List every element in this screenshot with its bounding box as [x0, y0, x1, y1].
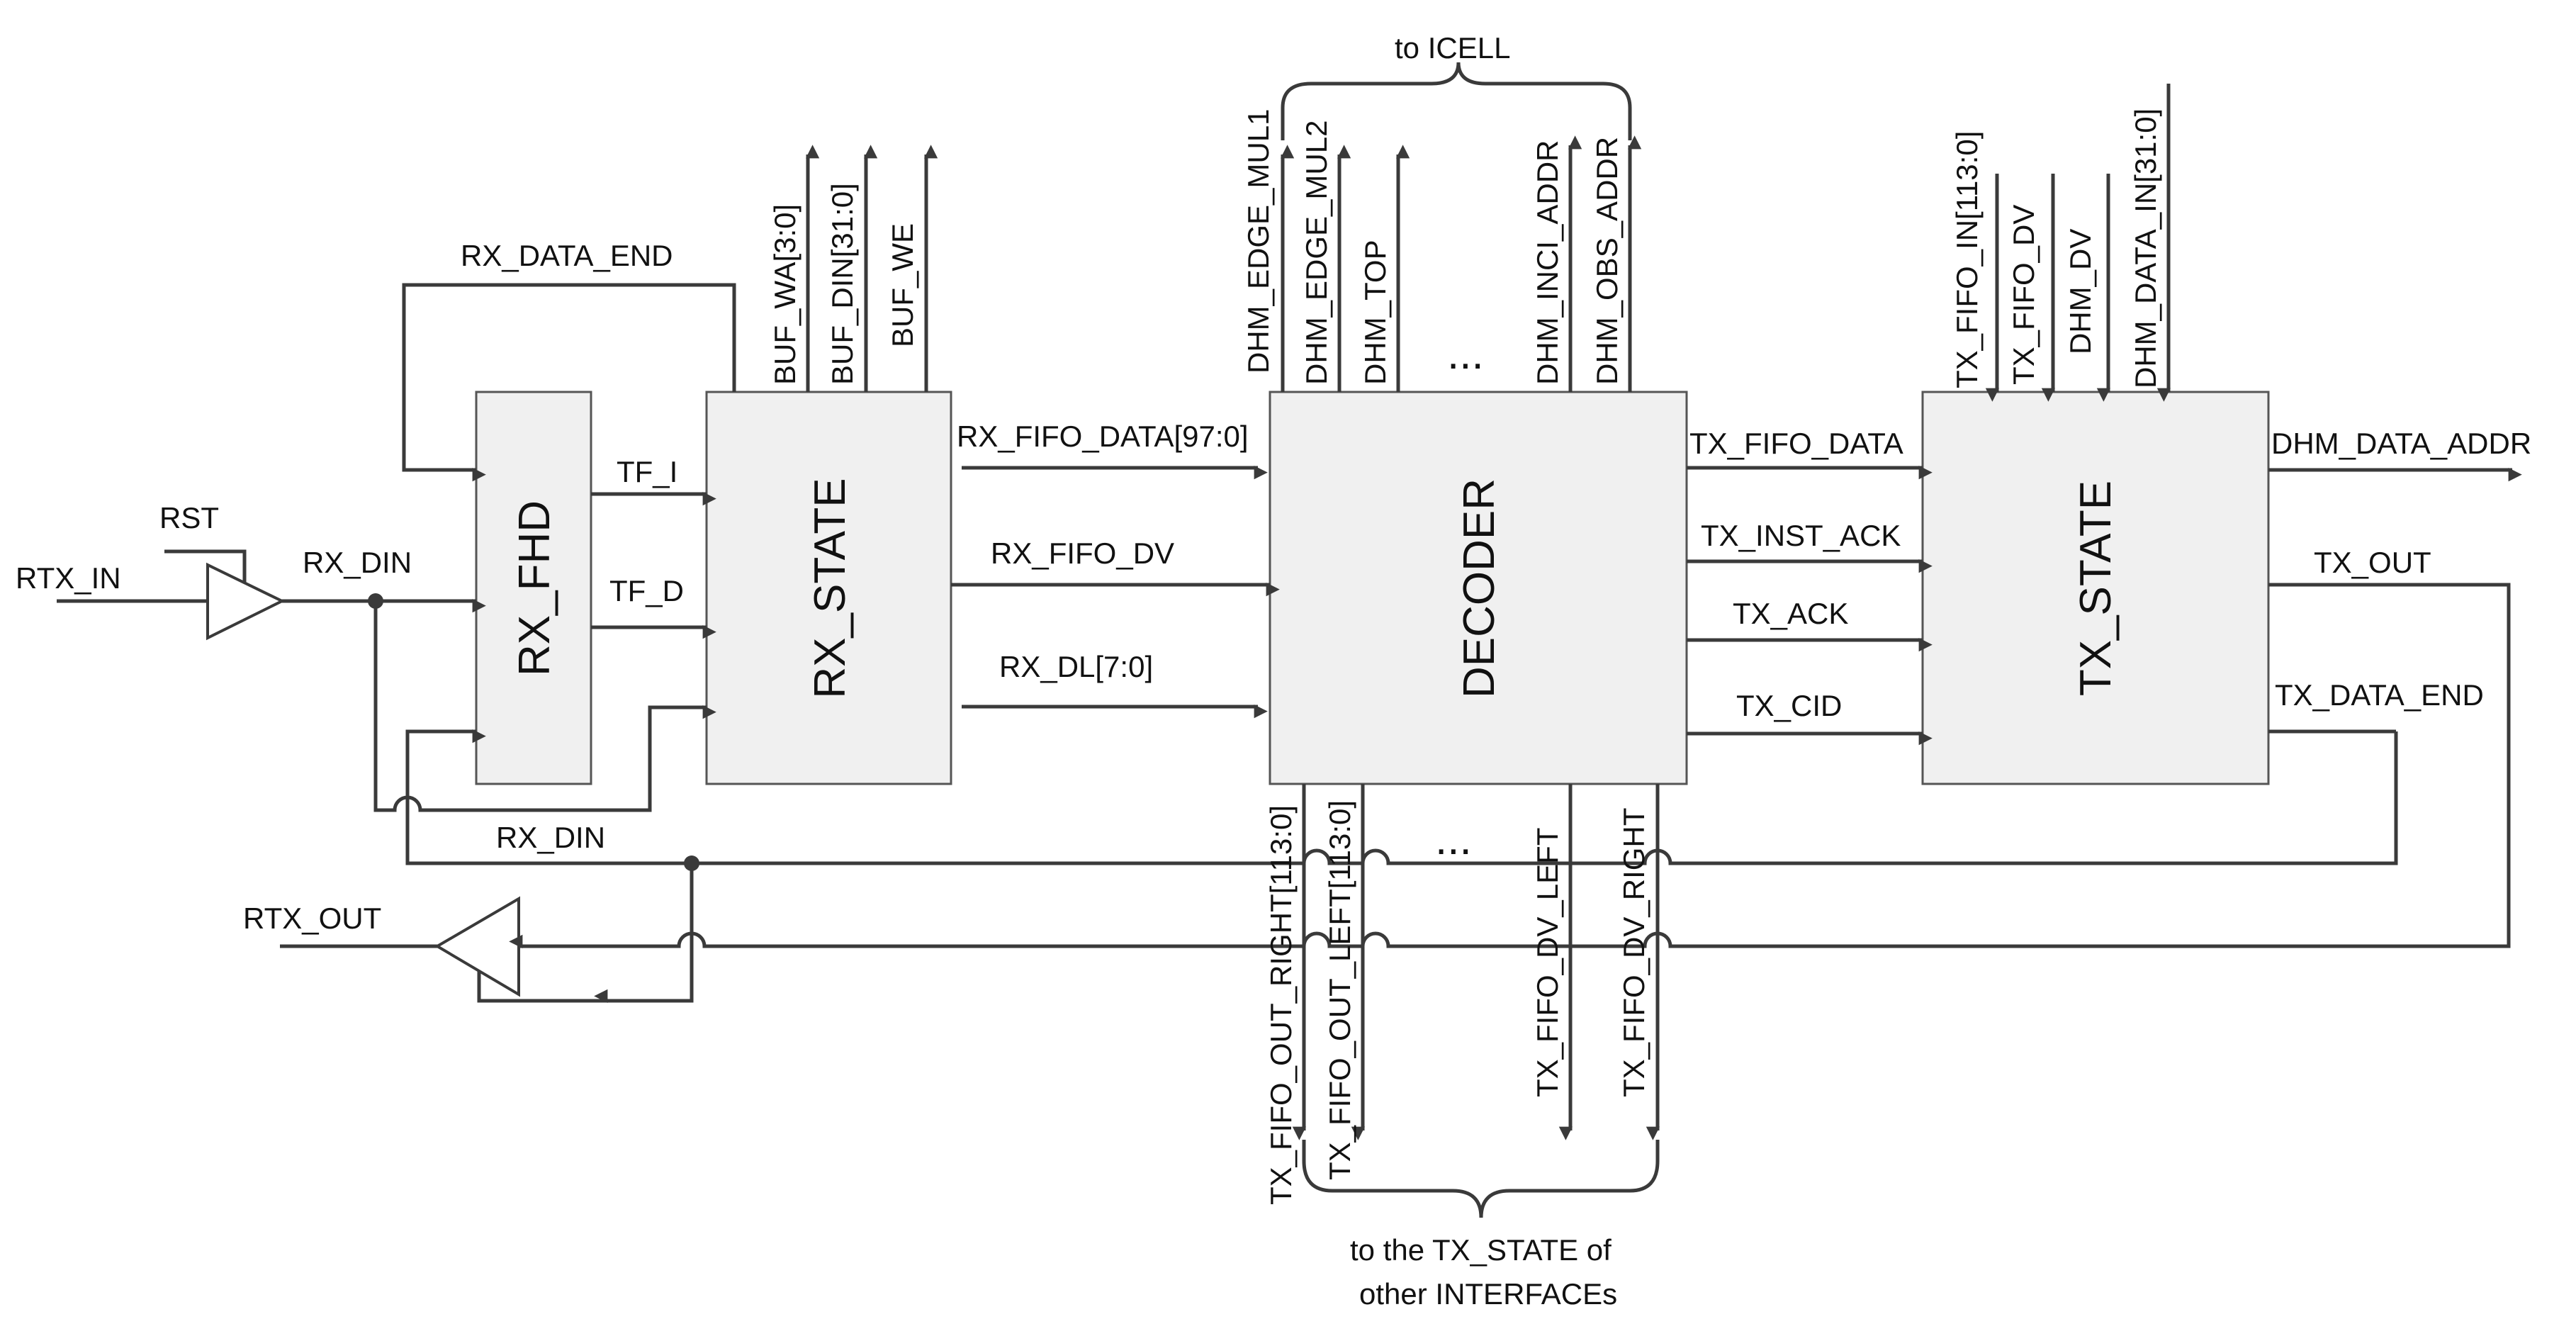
rx-data-end-label: RX_DATA_END — [461, 239, 673, 272]
buf-we-label: BUF_WE — [886, 223, 919, 347]
rtx-out-label: RTX_OUT — [243, 902, 381, 935]
decoder-block — [1269, 391, 1688, 785]
decoder-label: DECODER — [1455, 478, 1504, 698]
tf-d-label: TF_D — [609, 574, 684, 607]
rx-state-label: RX_STATE — [806, 478, 855, 698]
rst-wire — [164, 549, 247, 583]
tx-fifo-dv-right-label: TX_FIFO_DV_RIGHT — [1617, 808, 1650, 1097]
to-tx-state-line1: to the TX_STATE of — [1350, 1233, 1612, 1267]
dhm-edge-mul1-label: DHM_EDGE_MUL1 — [1242, 109, 1275, 374]
tx-fifo-out-right-label: TX_FIFO_OUT_RIGHT[113:0] — [1264, 805, 1298, 1205]
rx-fifo-dv-label: RX_FIFO_DV — [991, 537, 1174, 570]
tx-state-block — [1921, 391, 2270, 785]
dhm-data-addr-label: DHM_DATA_ADDR — [2271, 427, 2531, 460]
dhm-edge-mul2-label: DHM_EDGE_MUL2 — [1300, 120, 1333, 385]
rx-din-loop-label: RX_DIN — [496, 821, 605, 854]
to-icell-brace — [1281, 62, 1632, 140]
dhm-top-label: DHM_TOP — [1359, 240, 1392, 385]
tx-state-label: TX_STATE — [2071, 481, 2120, 696]
dhm-dv-label: DHM_DV — [2064, 229, 2097, 354]
tx-fifo-dv-left-label: TX_FIFO_DV_LEFT — [1531, 828, 1564, 1097]
tx-data-end-label: TX_DATA_END — [2275, 678, 2484, 712]
tx-out-label: TX_OUT — [2314, 546, 2431, 579]
rx-data-end-wire — [402, 283, 736, 482]
tx-fifo-in-label: TX_FIFO_IN[113:0] — [1950, 131, 1984, 388]
tx-cid-label: TX_CID — [1736, 689, 1842, 722]
rx-fhd-label: RX_FHD — [510, 500, 559, 676]
rx-din-label: RX_DIN — [303, 546, 412, 579]
to-tx-state-brace — [1302, 1140, 1660, 1218]
rst-label: RST — [159, 501, 219, 534]
tx-ack-label: TX_ACK — [1733, 597, 1848, 630]
rx-state-block — [705, 391, 952, 785]
ellipsis-bottom: ... — [1435, 815, 1472, 864]
dhm-obs-addr-label: DHM_OBS_ADDR — [1590, 137, 1624, 385]
buf-wa-label: BUF_WA[3:0] — [768, 204, 802, 385]
output-enable-wire — [594, 863, 694, 1003]
dhm-data-in-label: DHM_DATA_IN[31:0] — [2129, 108, 2162, 388]
rtx-in-label: RTX_IN — [16, 561, 121, 595]
ellipsis-top: ... — [1447, 330, 1484, 378]
output-enable-stub — [477, 971, 604, 1003]
buf-din-label: BUF_DIN[31:0] — [826, 183, 859, 385]
tx-fifo-out-left-label: TX_FIFO_OUT_LEFT[113:0] — [1323, 800, 1356, 1180]
tx-fifo-data-label: TX_FIFO_DATA — [1689, 427, 1903, 460]
to-icell-label: to ICELL — [1395, 31, 1510, 64]
tx-fifo-dv-top-label: TX_FIFO_DV — [2007, 205, 2040, 385]
rx-fifo-data-label: RX_FIFO_DATA[97:0] — [957, 420, 1249, 453]
rx-fhd-block — [475, 391, 592, 785]
tf-i-label: TF_I — [617, 455, 677, 488]
rx-dl-label: RX_DL[7:0] — [999, 650, 1153, 683]
dhm-inci-addr-label: DHM_INCI_ADDR — [1531, 140, 1564, 385]
tx-inst-ack-label: TX_INST_ACK — [1701, 519, 1901, 552]
tx-data-end-to-rxfhd-wire — [405, 729, 2398, 865]
to-tx-state-line2: other INTERFACEs — [1359, 1277, 1617, 1311]
